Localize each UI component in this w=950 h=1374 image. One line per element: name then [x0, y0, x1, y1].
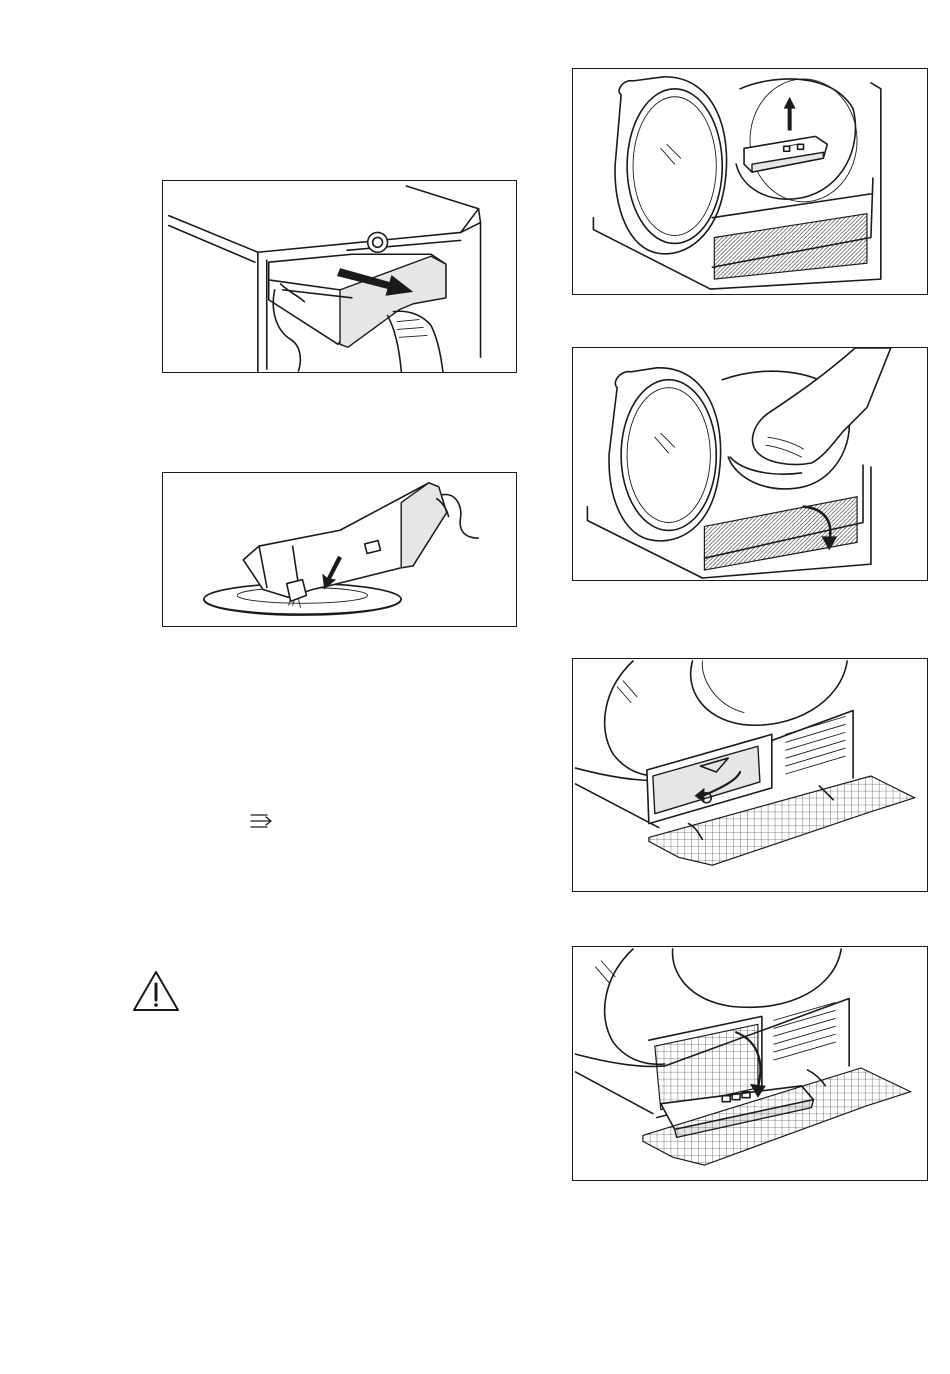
figure-heat-exchanger-cover — [572, 658, 928, 892]
figure-water-container-removal — [162, 180, 517, 373]
figure-door-filter-removal — [572, 68, 928, 295]
figure-condenser-removal — [572, 946, 928, 1181]
figure-cleaning-filter-seat — [572, 347, 928, 581]
program-symbol-icon — [249, 812, 275, 830]
figure-emptying-water-container — [162, 472, 517, 627]
warning-triangle-icon — [131, 969, 181, 1013]
